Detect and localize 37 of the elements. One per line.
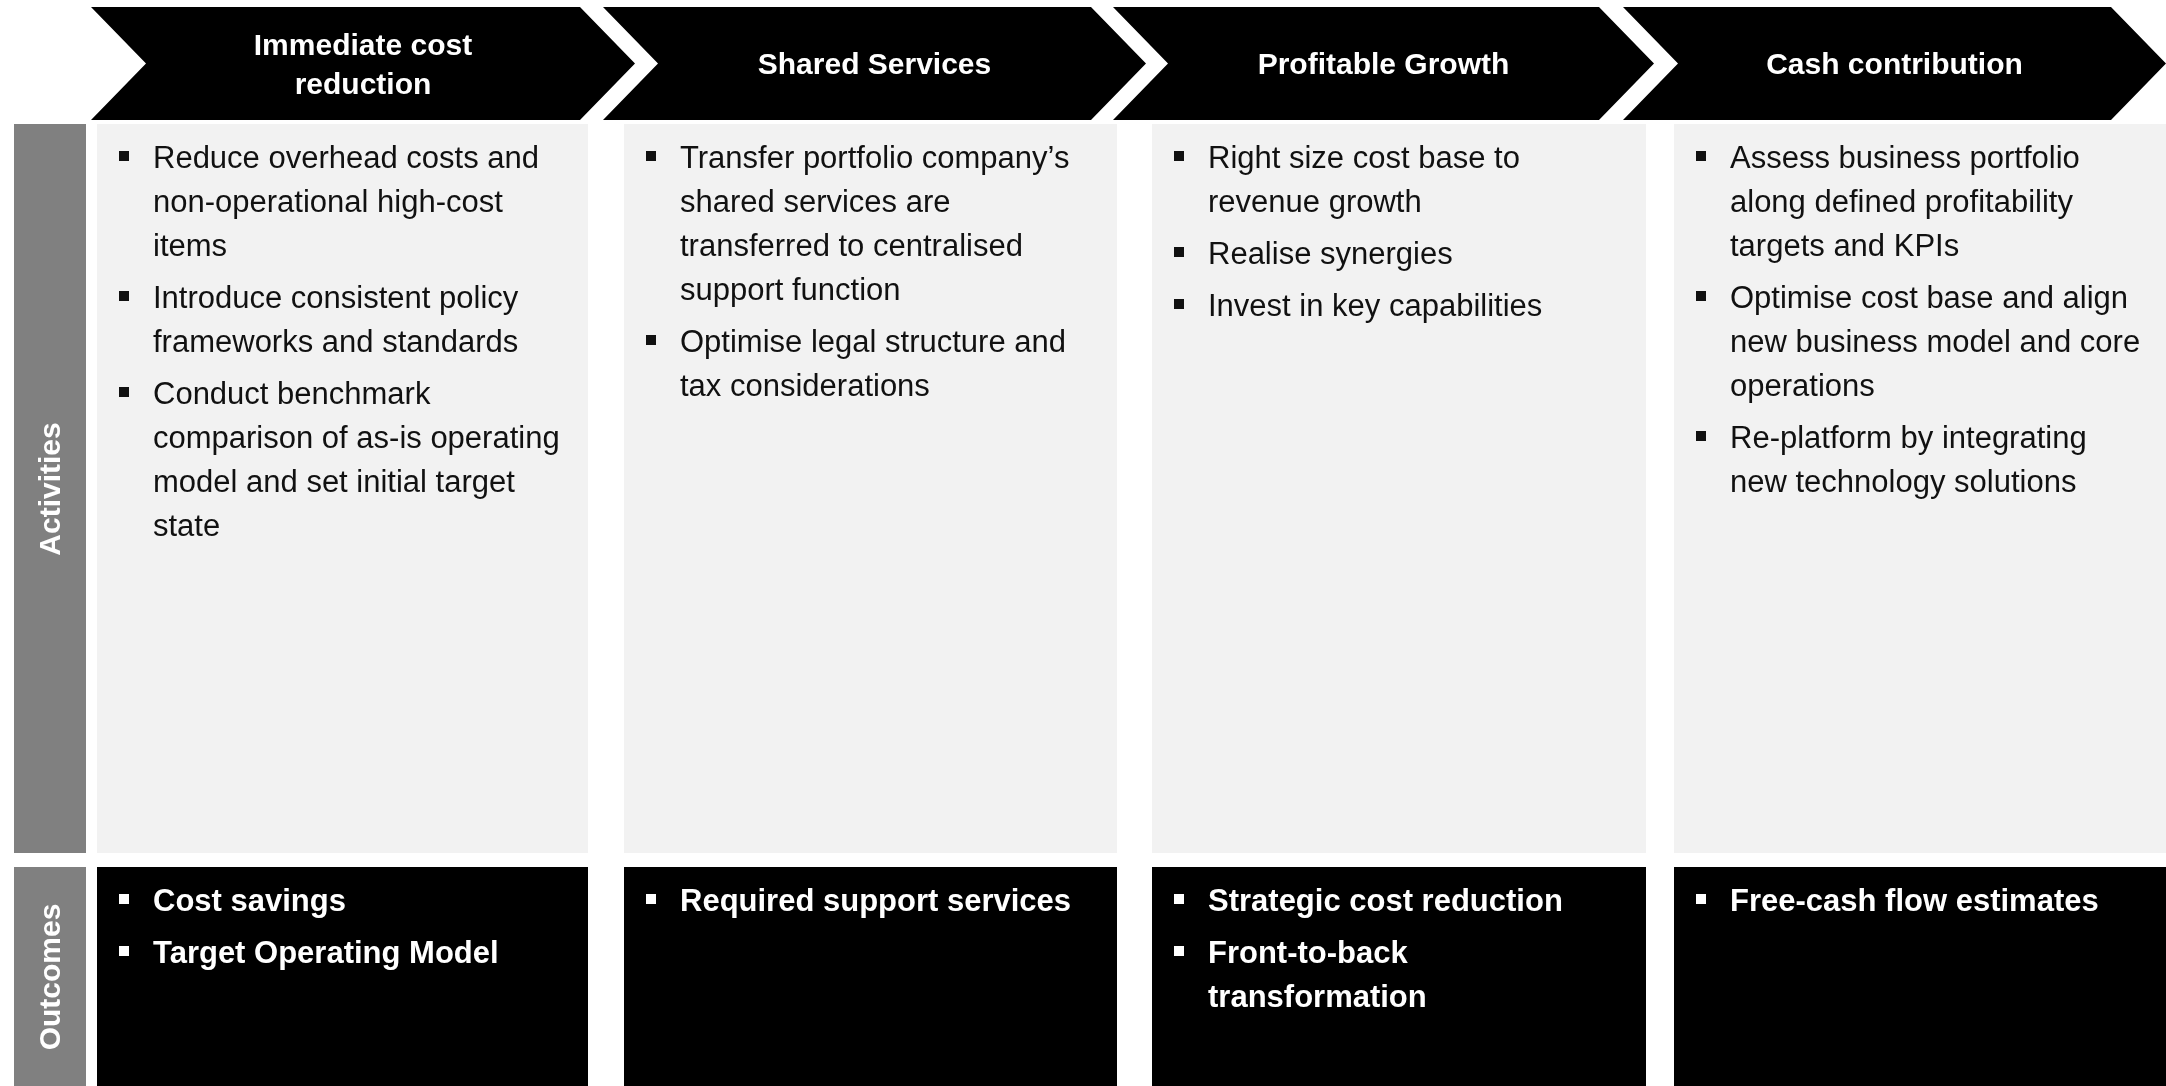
bullet-item: Target Operating Model (115, 931, 574, 975)
outcome-panel (1674, 867, 2166, 1086)
bullet-item: Optimise cost base and align new business model and core operations (1692, 276, 2152, 408)
bullet-item: Invest in key capabilities (1170, 284, 1632, 328)
bullet-item: Cost savings (115, 879, 574, 923)
activity-panel (1152, 124, 1646, 853)
bullet-item: Assess business portfolio along defined profitability targets and KPIs (1692, 136, 2152, 268)
row-header: Activities (33, 421, 67, 556)
phase-header (1623, 7, 2166, 120)
bullet-item: Strategic cost reduction (1170, 879, 1632, 923)
bullet-item: Transfer portfolio company’s shared services are transferred to centralised support function (642, 136, 1103, 312)
bullet-item: Optimise legal structure and tax considerations (642, 320, 1103, 408)
outcome-panel (1152, 867, 1646, 1086)
outcome-panel (97, 867, 588, 1086)
outcome-panel (624, 867, 1117, 1086)
bullet-item: Required support services (642, 879, 1103, 923)
phase-title: Immediate cost reduction (252, 26, 474, 102)
phase-header (603, 7, 1146, 120)
phase-title: Shared Services (756, 46, 993, 82)
row-header-band (14, 124, 86, 853)
bullet-item: Front-to-back transformation (1170, 931, 1632, 1019)
row-header-band (14, 867, 86, 1086)
bullet-item: Free-cash flow estimates (1692, 879, 2152, 923)
row-header: Outcomes (33, 903, 67, 1050)
phase-header (1113, 7, 1654, 120)
bullet-item: Introduce consistent policy frameworks and standards (115, 276, 574, 364)
phase-header (91, 7, 635, 120)
activity-panel (624, 124, 1117, 853)
phase-title: Profitable Growth (1256, 46, 1511, 82)
activity-panel (97, 124, 588, 853)
bullet-item: Conduct benchmark comparison of as-is operating model and set initial target state (115, 372, 574, 548)
bullet-item: Re-platform by integrating new technology solutions (1692, 416, 2152, 504)
phase-title: Cash contribution (1765, 46, 2024, 82)
bullet-item: Realise synergies (1170, 232, 1632, 276)
bullet-item: Reduce overhead costs and non-operational high-cost items (115, 136, 574, 268)
activity-panel (1674, 124, 2166, 853)
bullet-item: Right size cost base to revenue growth (1170, 136, 1632, 224)
